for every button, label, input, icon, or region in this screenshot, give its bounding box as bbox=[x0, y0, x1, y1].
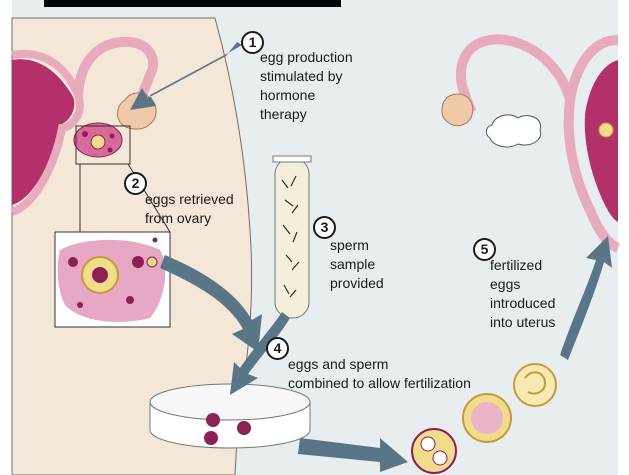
right-fimbriae bbox=[442, 94, 473, 126]
dish-egg bbox=[237, 421, 251, 435]
sperm-test-tube bbox=[273, 156, 311, 318]
ovary-spot bbox=[108, 148, 113, 153]
step-label-2: eggs retrieved from ovary bbox=[145, 190, 234, 228]
ovary-follicle bbox=[91, 135, 105, 149]
left-border bbox=[0, 0, 12, 475]
dish-rim bbox=[150, 384, 310, 420]
inset-spot bbox=[77, 302, 83, 308]
morula-inner bbox=[471, 402, 503, 434]
tube-rim bbox=[273, 156, 311, 162]
ovary-inset bbox=[55, 232, 170, 327]
dish-egg bbox=[206, 413, 220, 427]
top-bar bbox=[44, 0, 341, 7]
inset-egg bbox=[92, 267, 108, 283]
inset-small-follicle bbox=[147, 257, 157, 267]
step-label-1: egg production stimulated by hormone the… bbox=[260, 48, 353, 124]
step-label-3: sperm sample provided bbox=[330, 236, 384, 293]
step-number-2: 2 bbox=[124, 172, 147, 195]
step-label-4: eggs and sperm combined to allow fertili… bbox=[288, 355, 471, 393]
inset-spot bbox=[153, 238, 158, 243]
petri-dish bbox=[150, 384, 310, 448]
right-border bbox=[618, 0, 629, 475]
inset-spot bbox=[132, 256, 144, 268]
inset-spot bbox=[68, 257, 78, 267]
embryo-cell bbox=[421, 437, 435, 451]
dish-egg bbox=[204, 431, 218, 445]
embryo-blastocyst bbox=[514, 364, 556, 406]
right-ovary-cloud bbox=[486, 115, 540, 147]
inset-spot bbox=[126, 296, 134, 304]
step-number-4: 4 bbox=[266, 337, 289, 360]
embryo-two-cell bbox=[412, 429, 456, 473]
implanted-egg bbox=[599, 123, 613, 137]
step-label-5: fertilized eggs introduced into uterus bbox=[490, 256, 555, 332]
ovary-spot bbox=[82, 131, 88, 137]
embryo-cell bbox=[433, 451, 447, 465]
ovary-spot bbox=[110, 134, 115, 139]
